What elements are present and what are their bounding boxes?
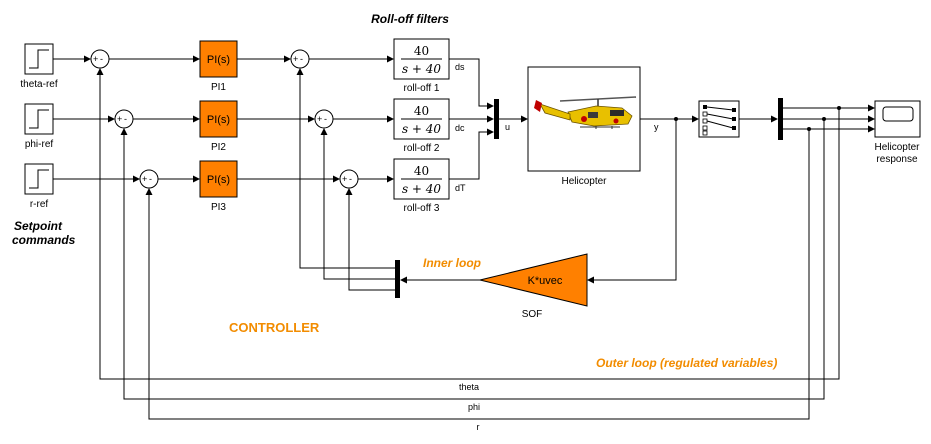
signal-y: y [654, 122, 659, 132]
svg-text:+: + [342, 174, 347, 184]
source-r-ref[interactable]: r-ref [24, 163, 54, 210]
rolloff-block-2[interactable]: 40 s + 40 roll-off 2 [393, 98, 450, 154]
signal-theta: theta [459, 382, 479, 392]
svg-text:-: - [349, 174, 352, 184]
svg-text:-: - [100, 54, 103, 64]
rolloff-denominator: s + 40 [402, 122, 441, 136]
helicopter-plant[interactable]: Helicopter [527, 66, 641, 187]
svg-text:-: - [124, 114, 127, 124]
svg-text:-: - [300, 54, 303, 64]
inner-sum-2[interactable]: + - [314, 109, 334, 129]
inner-loop-label: Inner loop [423, 256, 481, 270]
setpoint-label-line2: commands [12, 233, 76, 247]
svg-text:+: + [293, 54, 298, 64]
step-icon [29, 49, 49, 69]
rolloff-denominator: s + 40 [402, 62, 441, 76]
setpoint-label-line1: Setpoint [14, 219, 63, 233]
rolloff-label: roll-off 1 [404, 83, 440, 94]
rolloff-numerator: 40 [414, 104, 429, 118]
outer-sum-1[interactable]: + - [90, 49, 110, 69]
svg-text:PI(s): PI(s) [207, 114, 230, 126]
controller-label: CONTROLLER [229, 320, 320, 335]
svg-text:+: + [317, 114, 322, 124]
signal-u: u [505, 122, 510, 132]
rolloff-label: roll-off 3 [404, 203, 440, 214]
pi-label: PI1 [211, 82, 226, 93]
svg-text:+: + [117, 114, 122, 124]
pi-block-1[interactable]: PI(s) PI1 [199, 40, 238, 93]
rolloff-block-1[interactable]: 40 s + 40 roll-off 1 [393, 38, 450, 94]
source-label: phi-ref [25, 139, 54, 150]
svg-text:-: - [149, 174, 152, 184]
signal-ds: ds [455, 62, 465, 72]
source-theta-ref[interactable]: theta-ref [20, 43, 58, 90]
mux-u[interactable] [494, 99, 499, 139]
helicopter-icon [534, 96, 637, 129]
wires [53, 55, 875, 420]
rolloff-label: roll-off 2 [404, 143, 440, 154]
inner-demux[interactable] [395, 260, 400, 298]
rolloff-filters-title: Roll-off filters [371, 12, 449, 26]
svg-text:-: - [324, 114, 327, 124]
plant-label: Helicopter [561, 176, 607, 187]
rolloff-block-3[interactable]: 40 s + 40 roll-off 3 [393, 158, 450, 214]
signal-dc: dc [455, 123, 465, 133]
pi-block-3[interactable]: PI(s) PI3 [199, 160, 238, 213]
demux-bar[interactable] [778, 98, 783, 140]
source-label: r-ref [30, 199, 49, 210]
outer-loop-label: Outer loop (regulated variables) [596, 356, 777, 370]
source-label: theta-ref [20, 79, 57, 90]
svg-text:+: + [93, 54, 98, 64]
svg-text:K*uvec: K*uvec [528, 275, 563, 287]
svg-text:PI(s): PI(s) [207, 174, 230, 186]
pi-label: PI2 [211, 142, 226, 153]
step-icon [29, 109, 49, 129]
outer-sum-3[interactable]: + - [139, 169, 159, 189]
scope-label-line1: Helicopter [874, 142, 920, 153]
signal-dt: dT [455, 183, 466, 193]
step-icon [29, 169, 49, 189]
rolloff-numerator: 40 [414, 164, 429, 178]
signal-phi: phi [468, 402, 480, 412]
inner-sum-1[interactable]: + - [290, 49, 310, 69]
inner-sum-3[interactable]: + - [339, 169, 359, 189]
signal-r: r [477, 422, 480, 432]
svg-text:PI(s): PI(s) [207, 54, 230, 66]
source-phi-ref[interactable]: phi-ref [24, 103, 54, 150]
scope-screen-icon [882, 106, 914, 122]
outer-sum-2[interactable]: + - [114, 109, 134, 129]
scope-label-line2: response [876, 154, 918, 165]
rolloff-numerator: 40 [414, 44, 429, 58]
scope-block[interactable]: Helicopter response [874, 100, 921, 165]
sof-gain-block[interactable]: K*uvec SOF [479, 253, 588, 320]
rolloff-denominator: s + 40 [402, 182, 441, 196]
selector-block[interactable] [698, 100, 740, 138]
pi-block-2[interactable]: PI(s) PI2 [199, 100, 238, 153]
svg-text:+: + [142, 174, 147, 184]
pi-label: PI3 [211, 202, 226, 213]
sof-label: SOF [522, 309, 543, 320]
